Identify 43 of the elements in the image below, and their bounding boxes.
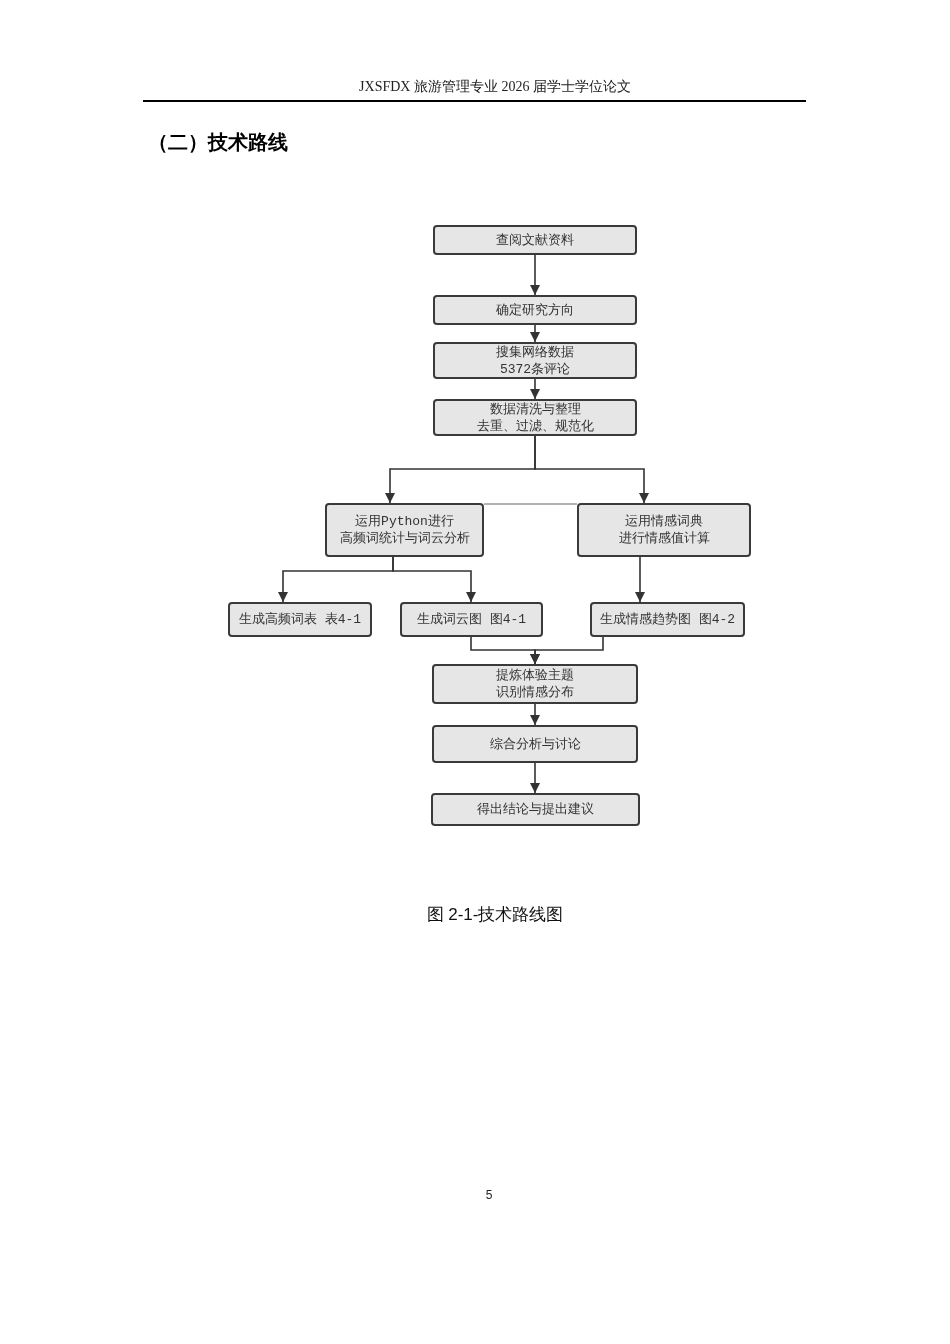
node-text: 搜集网络数据 [496,343,574,361]
node-text: 进行情感值计算 [618,530,710,547]
running-header: JXSFDX 旅游管理专业 2026 届学士学位论文 [359,78,631,96]
process-box [590,602,745,637]
node-text: 识别情感分布 [496,684,574,701]
arrow [635,556,645,603]
node-text: 生成词云图 图4-1 [416,611,527,628]
process-box [433,225,637,255]
node-text: 去重、过滤、规范化 [476,417,594,435]
arrow [534,435,649,504]
node-text: 查阅文献资料 [496,231,574,249]
process-box [577,503,751,557]
process-box [433,295,637,325]
node-text: 高频词统计与词云分析 [339,530,470,547]
arrow [530,762,540,794]
node-text: 提炼体验主题 [496,667,574,684]
arrow [530,703,540,726]
process-box [325,503,484,557]
node-text: 生成高频词表 表4-1 [238,611,362,628]
node-text: 确定研究方向 [496,301,574,319]
page-number: 5 [485,1188,493,1202]
arrow [530,378,540,400]
process-box [400,602,543,637]
connector-line [483,503,578,505]
node-text: 运用情感词典 [625,513,703,530]
node-text: 运用Python进行 [355,513,454,530]
arrow [530,254,540,296]
node-text: 5372条评论 [499,360,571,378]
process-box [433,342,637,379]
node-text: 综合分析与讨论 [489,735,581,753]
process-box [228,602,372,637]
figure-caption: 图 2-1-技术路线图 [426,904,564,926]
process-box [432,725,638,763]
process-box [431,793,640,826]
arrow [530,636,604,665]
process-box [433,399,637,436]
arrow [530,324,540,343]
process-box [432,664,638,704]
node-text: 数据清洗与整理 [489,400,581,418]
node-text: 生成情感趋势图 图4-2 [599,611,736,628]
node-text: 得出结论与提出建议 [477,801,594,818]
arrow [392,556,476,603]
section-heading: （二）技术路线 [148,130,288,155]
